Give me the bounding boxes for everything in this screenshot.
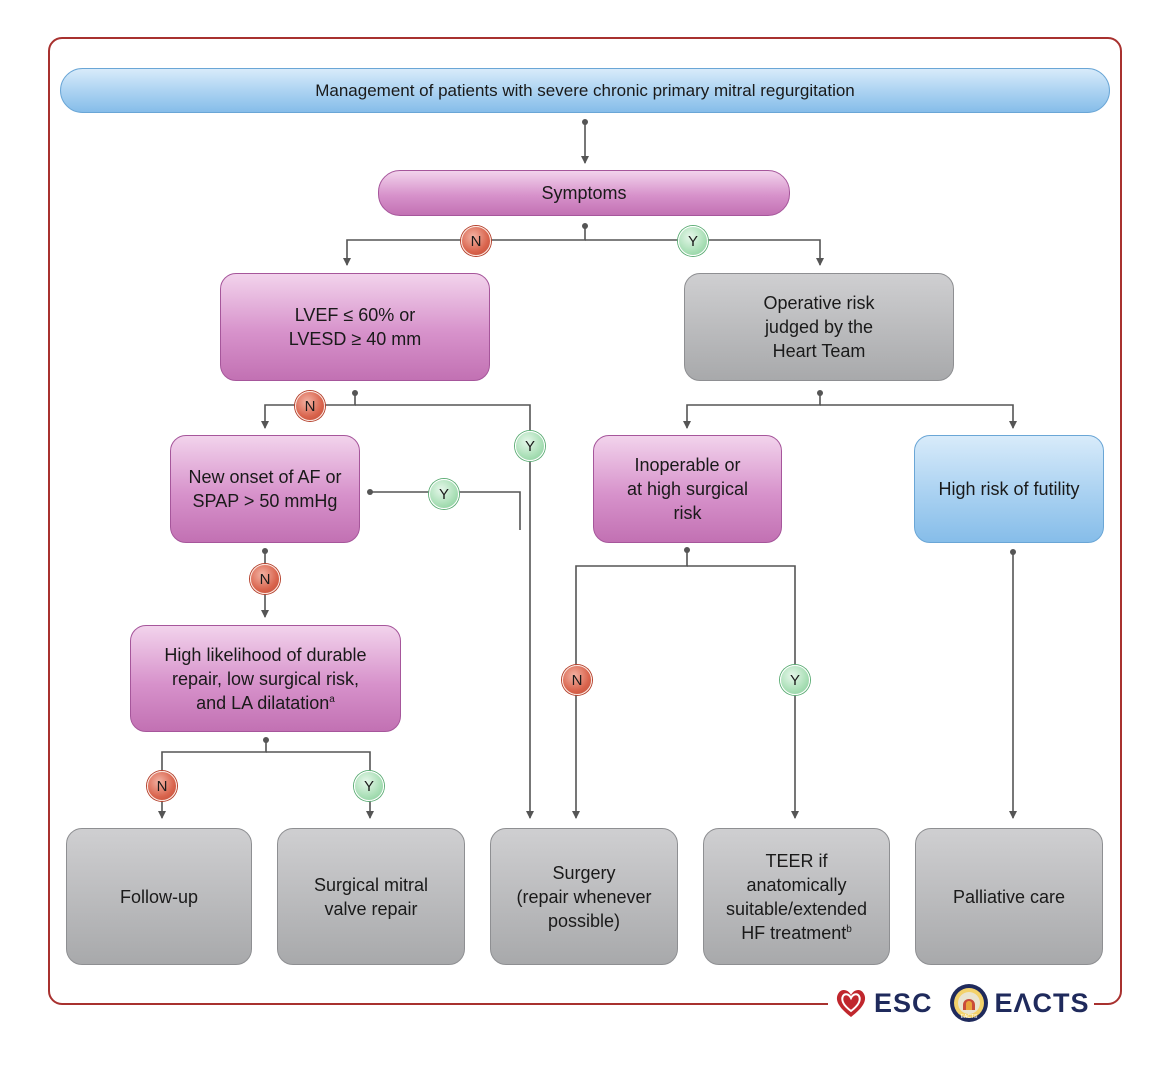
follow-up-box: Follow-up <box>66 828 252 965</box>
new-onset-box: New onset of AF or SPAP > 50 mmHg <box>170 435 360 543</box>
teer-label: TEER if anatomically suitable/extended H… <box>726 849 867 945</box>
symptoms-box: Symptoms <box>378 170 790 216</box>
footnote-a: a <box>329 693 335 705</box>
title-box: Management of patients with severe chron… <box>60 68 1110 113</box>
high-likelihood-text: High likelihood of durable repair, low s… <box>164 644 367 713</box>
follow-up-label: Follow-up <box>119 886 199 907</box>
no-badge-new-onset: N <box>250 564 280 594</box>
teer-text: TEER if anatomically suitable/extended H… <box>725 850 868 943</box>
eacts-logo-text: EΛCTS <box>994 987 1090 1018</box>
operative-risk-box: Operative risk judged by the Heart Team <box>684 273 954 381</box>
palliative-box: Palliative care <box>915 828 1103 965</box>
surgery-label: Surgery (repair whenever possible) <box>516 862 652 931</box>
futility-label: High risk of futility <box>938 479 1080 499</box>
surgery-box: Surgery (repair whenever possible) <box>490 828 678 965</box>
logos: ESC EACTS EΛCTS <box>828 980 1094 1026</box>
lvef-label: LVEF ≤ 60% or LVESD ≥ 40 mm <box>288 305 422 349</box>
surgical-repair-box: Surgical mitral valve repair <box>277 828 465 965</box>
yes-badge-high-likelihood: Y <box>354 771 384 801</box>
symptoms-label: Symptoms <box>541 183 627 203</box>
footnote-b: b <box>846 923 852 935</box>
yes-badge-lvef: Y <box>515 431 545 461</box>
no-badge-high-likelihood: N <box>147 771 177 801</box>
teer-box: TEER if anatomically suitable/extended H… <box>703 828 890 965</box>
palliative-label: Palliative care <box>952 886 1066 907</box>
inoperable-box: Inoperable or at high surgical risk <box>593 435 782 543</box>
esc-heart-logo <box>836 989 866 1017</box>
yes-badge-inoperable: Y <box>780 665 810 695</box>
high-likelihood-box: High likelihood of durable repair, low s… <box>130 625 401 732</box>
yes-badge-symptoms: Y <box>678 226 708 256</box>
lvef-box: LVEF ≤ 60% or LVESD ≥ 40 mm <box>220 273 490 381</box>
no-badge-inoperable: N <box>562 665 592 695</box>
no-badge-lvef: N <box>295 391 325 421</box>
operative-risk-label: Operative risk judged by the Heart Team <box>763 293 875 361</box>
inoperable-label: Inoperable or at high surgical risk <box>626 455 749 523</box>
esc-logo-text: ESC <box>874 987 933 1018</box>
high-likelihood-label: High likelihood of durable repair, low s… <box>164 643 366 715</box>
new-onset-label: New onset of AF or SPAP > 50 mmHg <box>188 467 342 511</box>
eacts-emblem-logo: EACTS <box>949 984 988 1022</box>
no-badge-symptoms: N <box>461 226 491 256</box>
surgical-repair-label: Surgical mitral valve repair <box>313 874 429 919</box>
title-text: Management of patients with severe chron… <box>315 80 855 100</box>
yes-badge-new-onset: Y <box>429 479 459 509</box>
eacts-emblem-text: EACTS <box>960 1014 977 1020</box>
futility-box: High risk of futility <box>914 435 1104 543</box>
